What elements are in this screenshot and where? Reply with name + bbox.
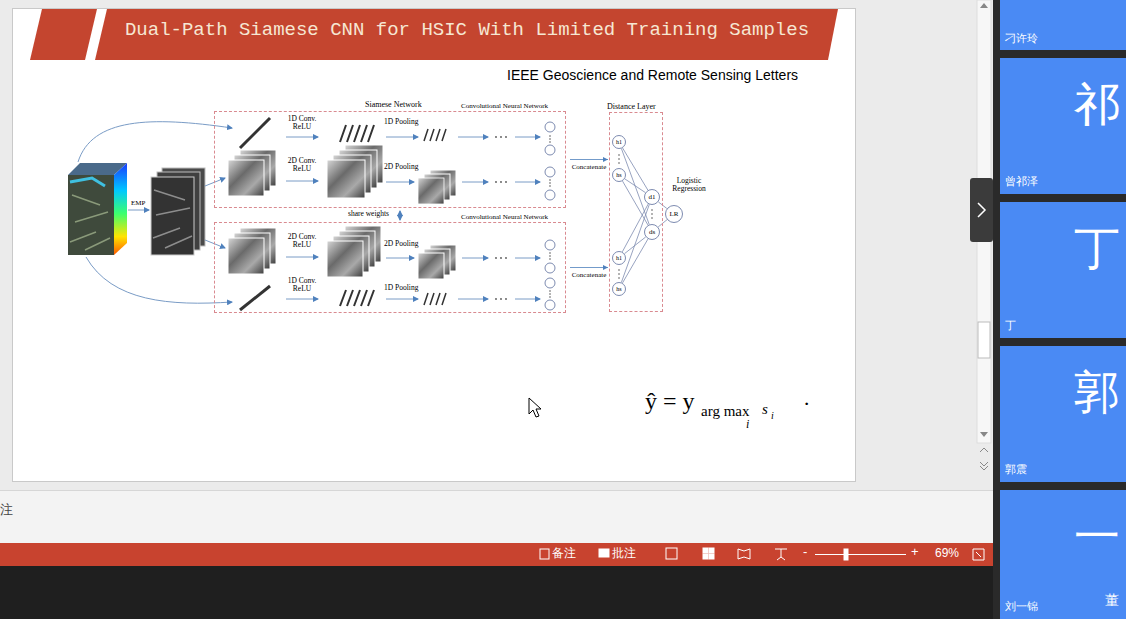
node-heading: Logistic Regression [668, 177, 710, 194]
node-text: h1 [616, 255, 622, 262]
flow-arrows [78, 122, 540, 303]
text-label: 1D Pooling [384, 284, 418, 293]
notes-pane [0, 490, 993, 543]
slide-title: Dual-Path Siamese CNN for HSIC With Limi… [97, 20, 837, 42]
neuron-circle: Logistic RegressionLR [665, 205, 683, 223]
participant-tile: 丁丁 [1000, 202, 1126, 338]
hyperspectral-cube [68, 163, 127, 255]
text-label: · [803, 391, 810, 416]
signal-1d [240, 118, 446, 310]
node-heading: Distance Layer [607, 102, 656, 111]
connector [621, 205, 649, 283]
node-heading: Siamese Network [365, 100, 422, 109]
participant-tile: 郭郭震 [1000, 346, 1126, 482]
participant-tile: 祁曾祁泽 [1000, 58, 1126, 194]
node-text: h1 [616, 139, 622, 146]
text-label: 批注 [612, 547, 636, 561]
text-label: arg max [701, 403, 749, 420]
text-label: EMP [131, 199, 145, 207]
connector-line [623, 148, 648, 190]
arrow-head [603, 265, 608, 270]
taskbar [0, 566, 993, 619]
feature-maps [228, 145, 456, 279]
neuron-circle: h1 [612, 135, 626, 149]
edge-label: Concatenate [572, 163, 607, 171]
connector-line [624, 237, 645, 254]
node-text: hs [616, 286, 621, 293]
node-heading: 一 [1074, 510, 1120, 563]
arrow-head [603, 157, 608, 162]
text-label: share weights [348, 210, 389, 219]
emp-stack [151, 168, 205, 255]
text-label: 2D Conv. ReLU [284, 233, 320, 250]
connector-line [623, 239, 648, 283]
node-heading: Convolutional Neural Network [461, 213, 548, 221]
connector [624, 237, 645, 254]
text-label: 2D Pooling [384, 240, 418, 249]
text-label: IEEE Geoscience and Remote Sensing Lette… [507, 67, 798, 83]
text-label: 69% [935, 547, 959, 561]
neuron-circle: hs [612, 282, 626, 296]
text-label: i [771, 410, 774, 422]
node-heading: 郭 [1074, 366, 1120, 419]
text-label: 2D Pooling [384, 163, 418, 172]
text-label: 1D Pooling [384, 118, 418, 127]
text-label: 1D Conv. ReLU [284, 115, 320, 132]
text-label: ŷ = y [645, 388, 695, 416]
connector-line [570, 267, 608, 268]
connector [621, 149, 649, 225]
edge-label: Concatenate [572, 271, 607, 279]
node-heading: 祁 [1074, 78, 1120, 131]
slide [13, 9, 856, 482]
connector-line [570, 159, 608, 160]
text-label: - [803, 545, 807, 560]
node-text: ds [649, 228, 655, 236]
title-banner [30, 9, 838, 60]
text-label: + [911, 545, 919, 560]
participant-tile: 刁许玲 [1000, 0, 1126, 50]
network-region: Convolutional Neural Network [214, 222, 566, 313]
text-label: 备注 [552, 547, 576, 561]
network-region: Distance Layerh1hsh1hsd1ds [609, 112, 663, 312]
mouse-cursor [529, 398, 541, 417]
pane-divider [0, 490, 993, 491]
neuron-circle: d1 [644, 189, 660, 205]
connector-line [621, 205, 649, 283]
collapse-tab [970, 178, 993, 242]
node-heading: 丁 [1074, 222, 1120, 275]
neuron-circle: ds [644, 224, 660, 240]
connector-line [621, 149, 649, 225]
text-label: s [762, 401, 768, 418]
node-heading: 刘一锦 [1005, 600, 1038, 613]
node-heading: 郭震 [1005, 463, 1027, 476]
node-text: d1 [649, 193, 656, 201]
status-bar [0, 543, 993, 566]
node-text: LR [670, 210, 679, 218]
neuron-circle: hs [612, 168, 626, 182]
node-heading: Convolutional Neural Network [461, 102, 548, 110]
connector [623, 239, 648, 283]
text-label: 注 [0, 503, 13, 518]
text-label: 2D Conv. ReLU [284, 157, 320, 174]
workspace [0, 0, 993, 490]
connector [570, 265, 608, 270]
neuron-circle: h1 [612, 251, 626, 265]
text-label: 1D Conv. ReLU [284, 277, 320, 294]
node-text: hs [616, 172, 621, 179]
connector [623, 148, 648, 190]
node-heading: 刁许玲 [1005, 32, 1038, 45]
connector [570, 157, 608, 162]
chevron-icon [978, 203, 985, 217]
text-label: 董 [1105, 592, 1119, 608]
participant-panel [993, 0, 1126, 619]
node-heading: 曾祁泽 [1005, 175, 1038, 188]
text-label: i [746, 418, 749, 432]
node-heading: 丁 [1005, 319, 1016, 332]
